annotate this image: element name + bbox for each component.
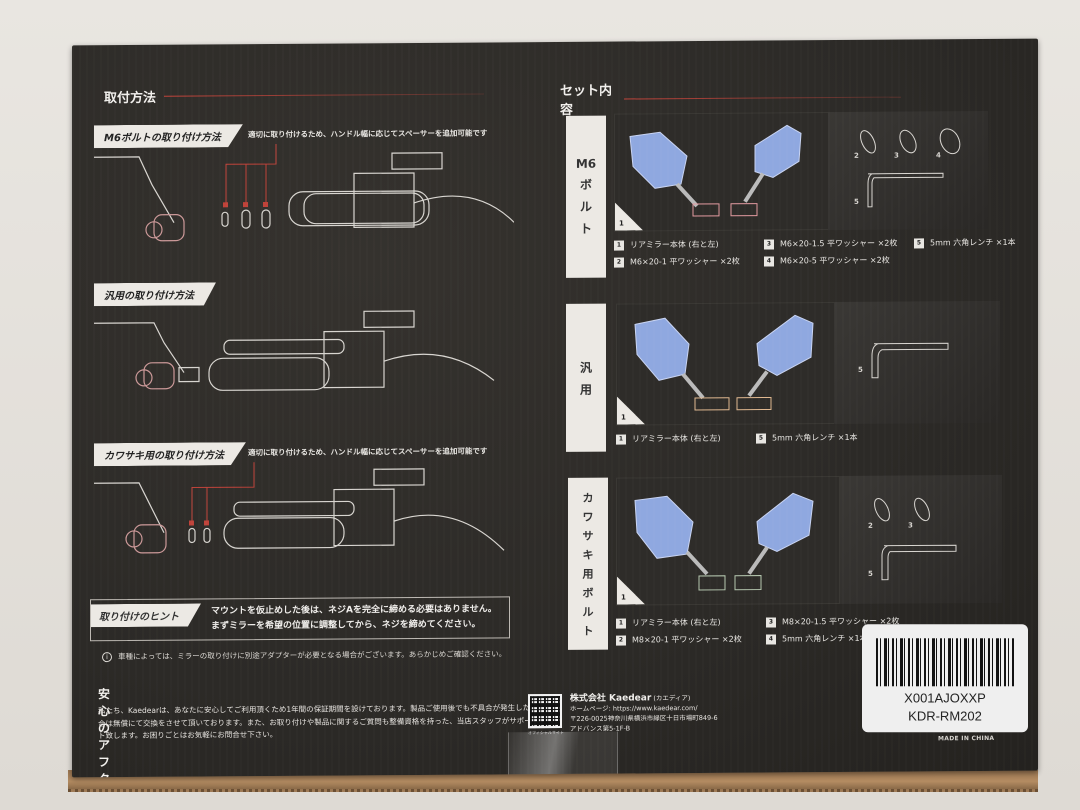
washers-and-wrench-illustration: 2 3 4 5 — [854, 128, 961, 208]
mirror-image-m6: 1 — [614, 112, 834, 232]
info-icon: i — [102, 651, 112, 662]
svg-text:3: 3 — [894, 152, 899, 160]
svg-text:4: 4 — [936, 151, 941, 159]
kawasaki-note: 適切に取り付けるため、ハンドル幅に応じてスペーサーを追加可能です — [248, 446, 488, 458]
qr-code[interactable] — [528, 693, 562, 729]
install-title: 取付方法 — [104, 84, 485, 106]
mirror-image-universal: 1 — [616, 302, 836, 426]
company-info: オフィシャルサイト 株式会社 Kaedear (カエディア) ホームページ: h… — [528, 693, 718, 736]
svg-text:5: 5 — [858, 366, 863, 374]
model-code: KDR-RM202 — [908, 708, 982, 724]
made-in-label: MADE IN CHINA — [938, 734, 995, 743]
parts-image-kawasaki: 2 3 5 — [840, 474, 1002, 605]
parts-image-m6: 2 3 4 5 — [828, 110, 988, 231]
set-label-kawasaki: カ ワ サ キ 用 ボ ル ト — [568, 477, 608, 650]
packing-tape — [508, 731, 618, 778]
qr-block: オフィシャルサイト — [528, 693, 564, 736]
svg-text:5: 5 — [868, 570, 873, 578]
parts-image-universal: 5 — [834, 300, 1000, 425]
svg-text:2: 2 — [854, 152, 859, 160]
product-box: 取付方法 M6ボルトの取り付け方法 適切に取り付けるため、ハンドル幅に応じてスペ… — [72, 38, 1038, 778]
m6-note: 適切に取り付けるため、ハンドル幅に応じてスペーサーを追加可能です — [248, 128, 488, 140]
hex-wrench-illustration: 5 — [858, 342, 949, 379]
kawasaki-handlebar-diagram — [94, 462, 505, 554]
svg-text:5: 5 — [854, 198, 859, 206]
title-rule — [624, 96, 902, 100]
washers-and-wrench-illustration: 2 3 5 — [868, 497, 957, 581]
adapter-info: i 車種によっては、ミラーの取り付けに別途アダプターが必要となる場合がございます… — [102, 648, 506, 662]
installation-hint-box: 取り付けのヒント マウントを仮止めした後は、ネジAを完全に締める必要はありません… — [90, 596, 510, 642]
hint-text: マウントを仮止めした後は、ネジAを完全に締める必要はありません。 まずミラーを希… — [211, 604, 497, 632]
set-label-universal: 汎 用 — [566, 303, 606, 452]
universal-handlebar-diagram — [94, 310, 495, 391]
mirror-image-kawasaki: 1 — [616, 476, 840, 606]
hint-tag: 取り付けのヒント — [91, 603, 201, 627]
set-label-m6: M6 ボ ル ト — [566, 115, 606, 278]
svg-text:2: 2 — [868, 522, 873, 530]
after-service-text: 私たち、Kaedearは、あなたに安心してご利用頂くため1年間の保証期間を設けて… — [98, 703, 538, 741]
fnsku-code: X001AJOXXP — [904, 690, 986, 706]
title-rule — [164, 93, 485, 97]
mirror-pair-illustration — [634, 492, 814, 591]
mirror-pair-illustration — [634, 314, 814, 411]
svg-text:3: 3 — [908, 522, 913, 530]
mirror-pair-illustration — [629, 124, 802, 217]
company-name: 株式会社 Kaedear — [569, 693, 652, 704]
m6-handlebar-diagram — [94, 143, 514, 242]
barcode-label: X001AJOXXP KDR-RM202 — [862, 624, 1028, 733]
barcode — [876, 638, 1014, 687]
company-address: 〒226-0025神奈川県横浜市緑区十日市場町849-6 — [569, 713, 718, 723]
